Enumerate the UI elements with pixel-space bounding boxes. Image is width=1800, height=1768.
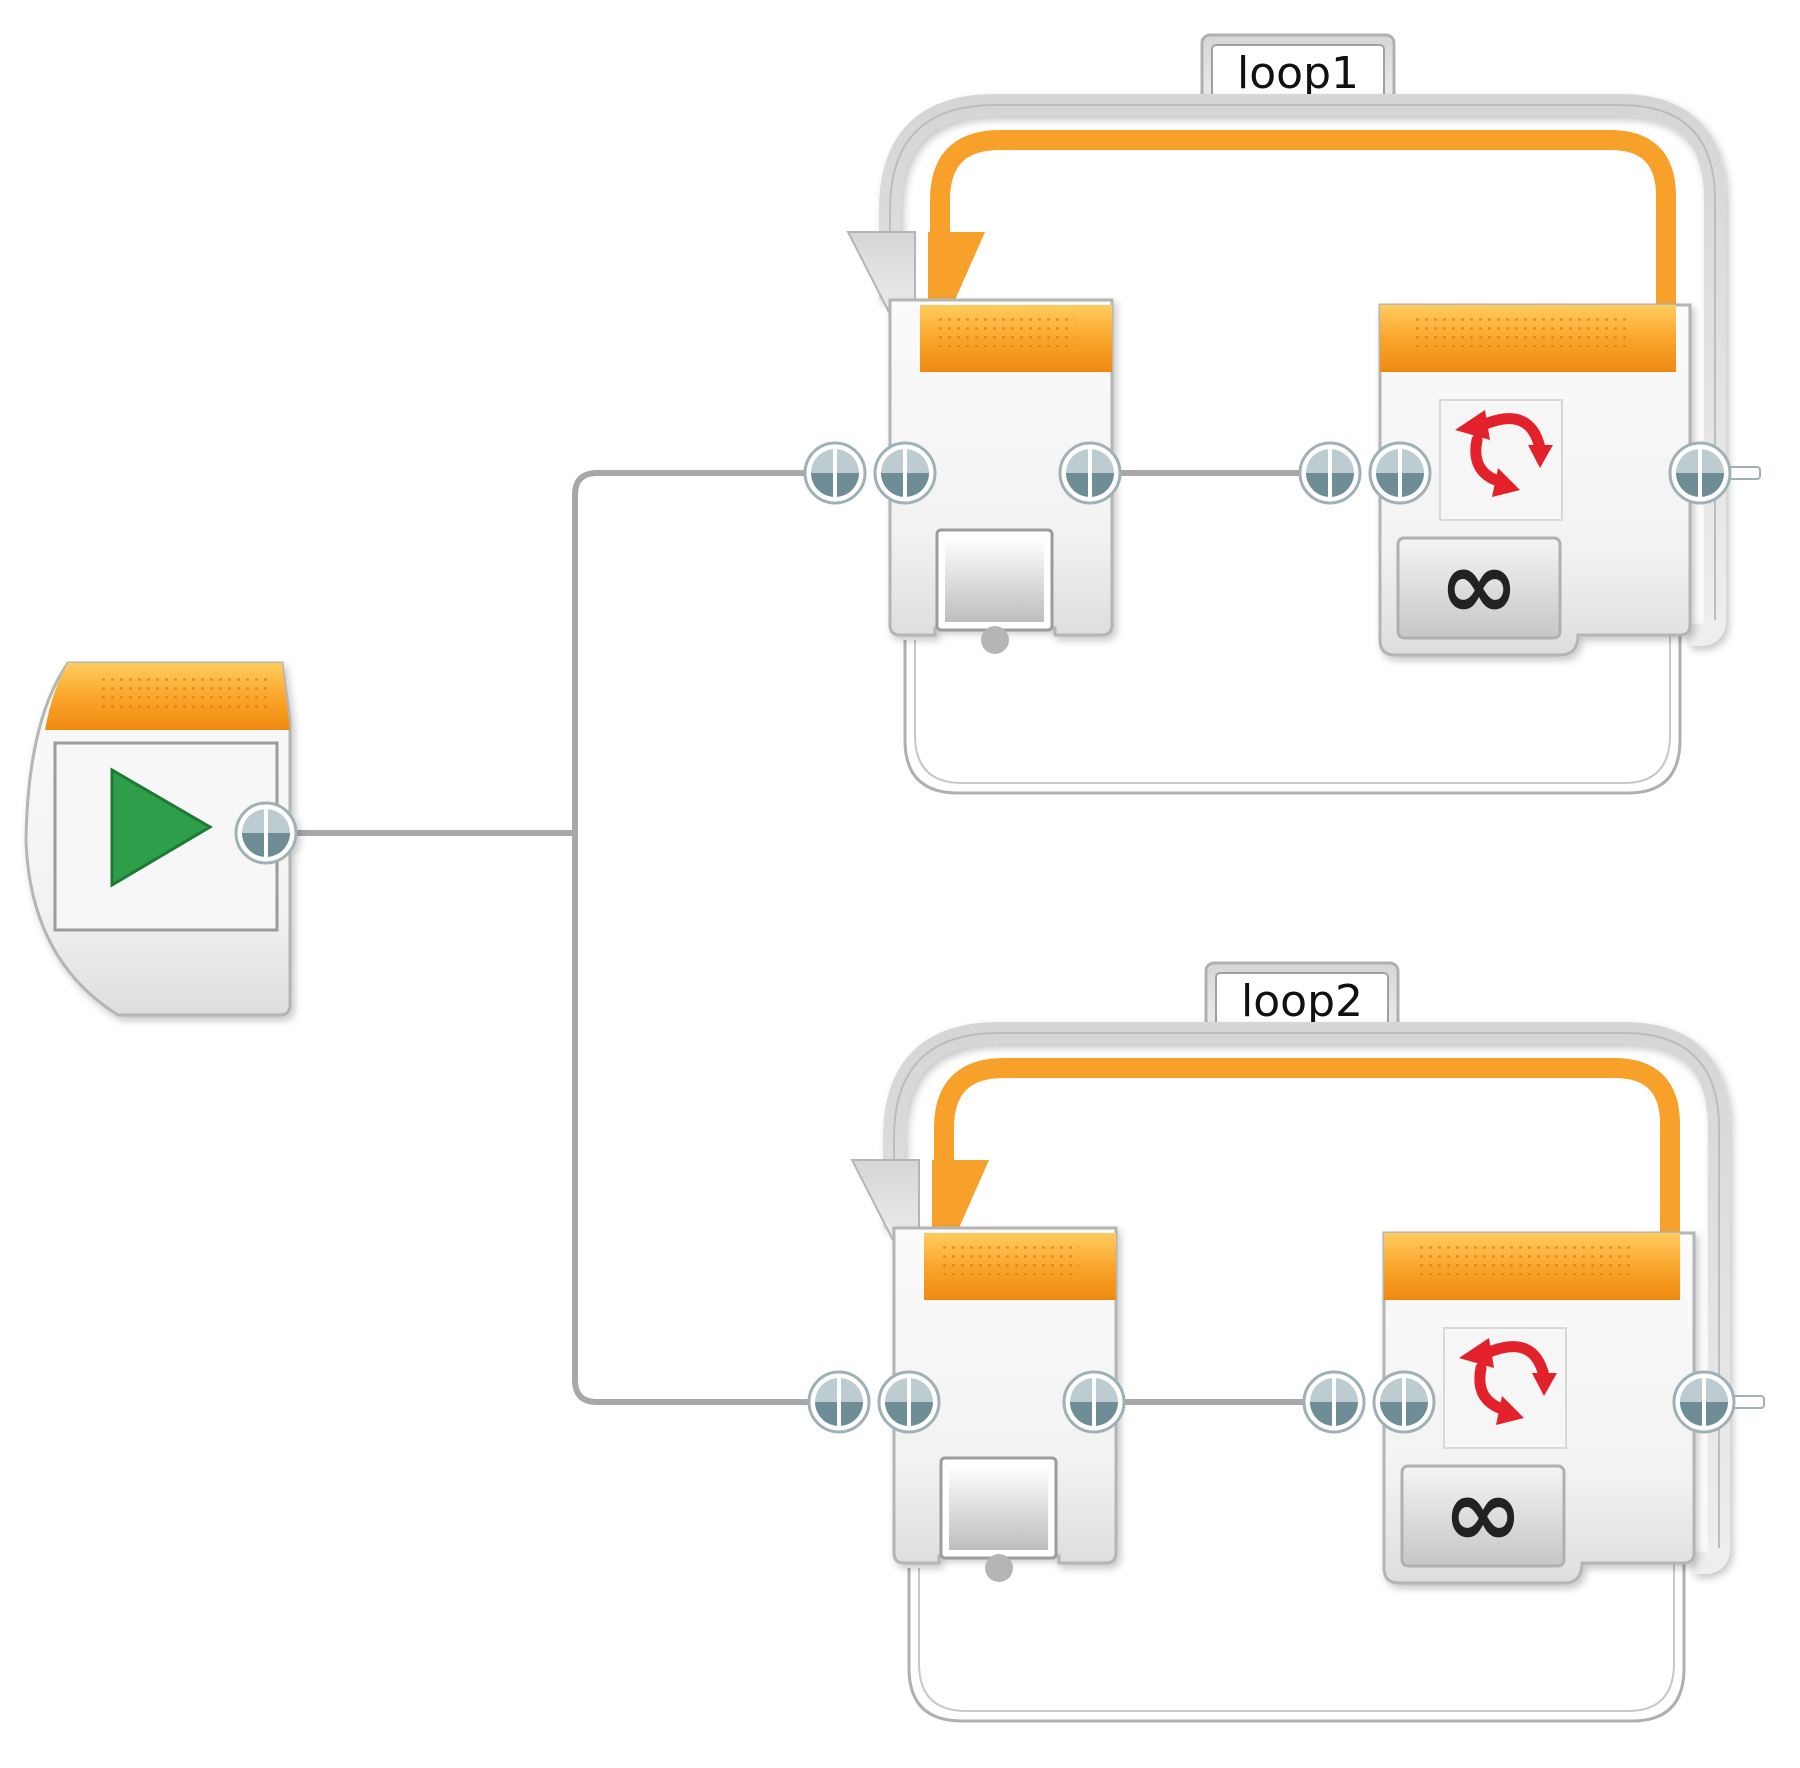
loop1-infinity-symbol: ∞: [1439, 529, 1519, 641]
loop2-block[interactable]: loop2: [807, 961, 1765, 1726]
wire-fork-to-loop1: [572, 470, 813, 836]
loop1-count-infinite[interactable]: ∞: [1396, 529, 1562, 641]
loop2-count-infinite[interactable]: ∞: [1400, 1457, 1566, 1569]
loop2-output-nub: [1672, 1370, 1765, 1434]
wire-fork-to-loop2: [572, 830, 815, 1405]
loop2-plug: [939, 1456, 1058, 1582]
loop1-interrupt-icon: [1439, 399, 1563, 521]
loop2-orange-arrow: [934, 1058, 1680, 1258]
start-block[interactable]: [24, 661, 298, 1017]
loop1-orange-arrow: [930, 130, 1676, 330]
loop1-label: loop1: [1237, 48, 1359, 99]
loop2-label-tab[interactable]: loop2: [1204, 961, 1400, 1035]
loop1-block[interactable]: loop1: [803, 33, 1761, 798]
loop2-infinity-symbol: ∞: [1443, 1457, 1523, 1569]
sequence-wires: [289, 470, 1307, 1405]
loop1-label-tab[interactable]: loop1: [1200, 33, 1396, 107]
loop1-output-nub: [1668, 441, 1761, 505]
loop2-interrupt-icon: [1443, 1327, 1567, 1449]
loop1-plug: [935, 528, 1054, 654]
play-triangle-icon: [110, 767, 213, 888]
loop2-label: loop2: [1241, 976, 1363, 1027]
